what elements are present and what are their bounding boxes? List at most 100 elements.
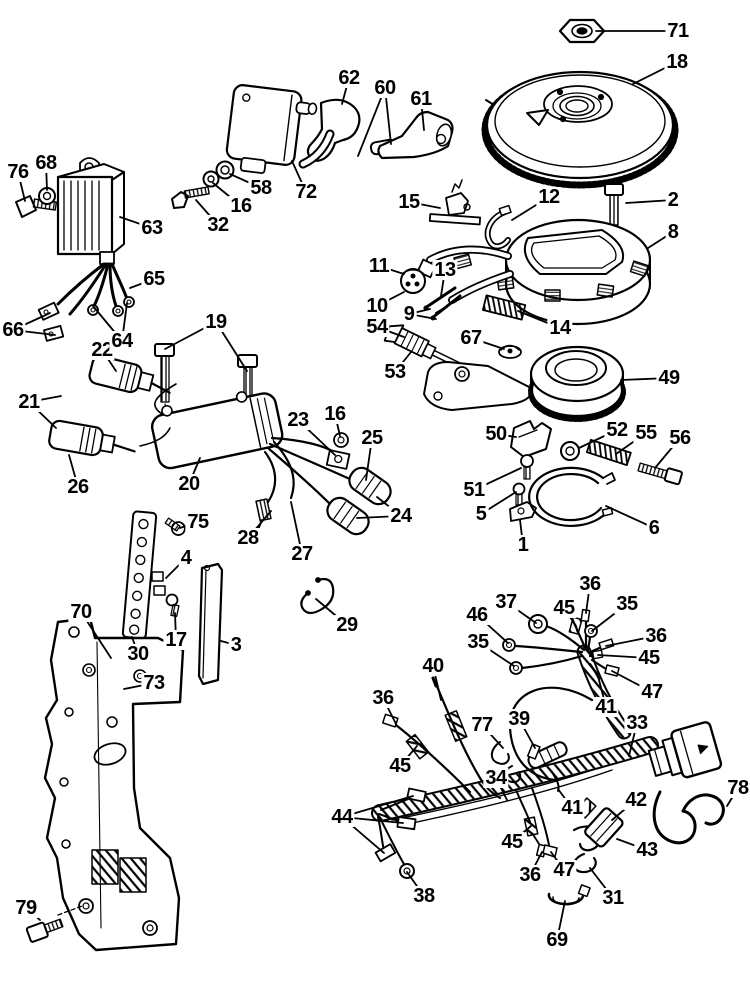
connector-leads — [139, 383, 177, 447]
nut-68 — [38, 187, 56, 205]
leader-line-60 — [357, 87, 386, 157]
screw-51 — [520, 454, 534, 480]
leader-line-17 — [174, 612, 177, 641]
insulator-bar — [197, 562, 224, 686]
mount-bolt-19a — [154, 343, 175, 417]
screw-17 — [165, 593, 180, 618]
leader-line-76 — [17, 171, 26, 202]
leader-line-23 — [297, 419, 336, 456]
stator-assembly — [453, 218, 652, 326]
harness-fan-wires — [502, 608, 620, 681]
leader-line-39 — [518, 718, 536, 749]
timer-base — [423, 344, 626, 422]
fuse-loop — [508, 686, 594, 782]
leader-line-18 — [632, 61, 678, 85]
leader-line-69 — [556, 900, 566, 941]
leader-line-11 — [378, 265, 405, 275]
leader-line-35 — [591, 603, 628, 632]
leader-line-68 — [45, 162, 48, 191]
leader-line-44 — [341, 816, 385, 854]
bolt-79 — [25, 905, 83, 943]
leader-line-2 — [625, 199, 674, 204]
leader-line-15 — [408, 201, 441, 209]
connector-26 — [48, 419, 136, 457]
leader-line-49 — [620, 377, 670, 381]
tab-terminal-44a — [406, 787, 427, 803]
leader-line-45 — [399, 745, 418, 767]
spark-plug-boot-61 — [377, 110, 454, 160]
retaining-ring-6 — [528, 466, 616, 527]
leader-line-77 — [481, 724, 504, 749]
clamp-29 — [300, 577, 335, 615]
retainer-50 — [510, 420, 552, 458]
leader-line-47 — [611, 670, 653, 693]
ring-terminal-37 — [528, 614, 548, 634]
leader-line-21 — [28, 395, 62, 403]
leader-line-45 — [597, 654, 650, 659]
link-lever-15 — [428, 179, 482, 226]
leader-line-67 — [470, 337, 505, 350]
connector-42 — [575, 797, 624, 848]
clamp-12 — [484, 204, 512, 250]
leader-line-62 — [341, 77, 350, 105]
trigger-sensor — [400, 258, 437, 294]
leader-line-1 — [519, 519, 524, 546]
leader-line-4 — [165, 557, 187, 579]
screw-5 — [512, 482, 526, 506]
leader-line-3 — [220, 640, 237, 646]
leader-line-56 — [654, 437, 681, 469]
plug-boot-24b — [326, 496, 370, 536]
connector-22 — [88, 355, 171, 394]
leader-line-8 — [647, 231, 674, 249]
flywheel — [481, 70, 679, 189]
leader-line-21 — [28, 401, 57, 429]
nut-52 — [560, 441, 580, 461]
leader-line-24 — [376, 496, 402, 517]
ring-terminal-35a — [584, 624, 598, 638]
leader-line-60 — [384, 87, 392, 145]
leader-line-31 — [589, 867, 614, 899]
bolt-2 — [604, 183, 624, 226]
leader-line-10 — [376, 291, 405, 307]
nut-16-top — [202, 170, 220, 188]
regulator-wire-fan — [37, 262, 135, 342]
leader-line-26 — [68, 454, 79, 488]
ignition-coil — [225, 84, 318, 174]
leader-line-19 — [215, 321, 248, 372]
terminal-strip — [121, 510, 186, 640]
leader-line-66 — [12, 312, 51, 331]
leader-line-55 — [615, 432, 647, 455]
leader-line-78 — [726, 787, 739, 807]
spring-55 — [585, 438, 632, 467]
leader-line-9 — [408, 308, 431, 315]
plug-boot-24a — [348, 466, 392, 506]
leader-line-29 — [315, 598, 348, 626]
power-pack-wires — [255, 432, 354, 533]
bolt-56 — [637, 462, 683, 486]
spade-terminal-47b — [542, 844, 558, 858]
leader-line-42 — [611, 799, 637, 821]
leader-line-36 — [605, 635, 657, 647]
screw-75 — [164, 517, 186, 536]
leader-line-53 — [394, 351, 412, 373]
clip-4a — [151, 571, 164, 582]
wire-40 — [431, 676, 502, 800]
leader-line-43 — [616, 838, 648, 851]
leader-line-46 — [476, 614, 509, 644]
leader-line-41 — [557, 788, 573, 809]
leader-line-27 — [290, 501, 303, 555]
leader-line-38 — [406, 871, 425, 897]
flywheel-nut — [558, 18, 606, 44]
leader-line-65 — [129, 278, 155, 289]
washer-58 — [215, 160, 235, 180]
fuse-39 — [526, 743, 541, 760]
clip-4b — [153, 585, 166, 596]
leader-line-58 — [229, 173, 262, 189]
leader-line-16 — [334, 413, 341, 437]
leader-line-36 — [585, 583, 591, 614]
leader-line-16 — [212, 182, 242, 207]
voltage-regulator — [56, 157, 125, 265]
power-pack — [150, 391, 284, 470]
